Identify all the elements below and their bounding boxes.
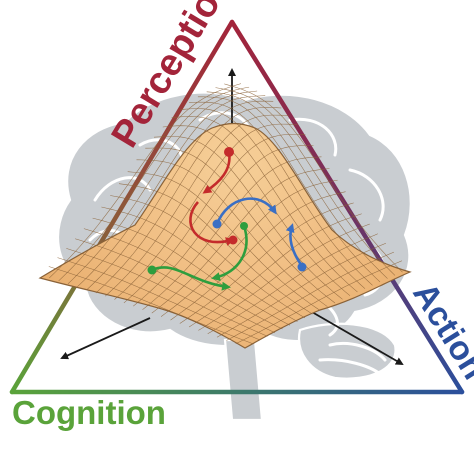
mesh-line: [95, 107, 282, 294]
mesh-line: [226, 251, 395, 341]
trajectory-green-start-point: [147, 265, 157, 275]
trajectory-green-curve: [211, 225, 248, 282]
mesh-line: [77, 95, 266, 287]
trajectory-green-mid-point: [240, 222, 248, 230]
trajectory-green: [147, 222, 248, 291]
mesh-line: [188, 213, 362, 328]
mesh-line: [49, 83, 242, 279]
surface-mesh: [48, 83, 403, 345]
landscape-surface: [38, 83, 412, 349]
mesh-line: [123, 134, 306, 304]
label-cognition: Cognition: [12, 394, 166, 431]
trajectory-red: [189, 147, 238, 246]
trajectory-red-mid-point: [228, 235, 238, 245]
mesh-line: [67, 90, 258, 284]
mesh-line: [58, 86, 250, 282]
surface-fill: [38, 122, 412, 349]
mesh-line: [179, 202, 354, 324]
trajectory-blue-start-point: [212, 219, 222, 229]
trajectory-red-start-point: [224, 147, 234, 157]
trajectory-blue-arc: [215, 197, 277, 225]
axis-arrow-action: [311, 311, 404, 366]
mesh-line: [216, 242, 387, 338]
trajectory-blue-end-point: [297, 262, 307, 272]
mesh-line: [170, 191, 346, 321]
mesh-line: [142, 156, 322, 310]
mesh-line: [160, 179, 338, 317]
mesh-line: [198, 223, 370, 331]
label-action: Action: [405, 276, 474, 386]
mesh-line: [133, 145, 314, 307]
trajectory-blue: [212, 197, 307, 272]
mesh-line: [114, 123, 298, 300]
trajectory-green-lower: [151, 266, 231, 291]
mesh-line: [151, 168, 330, 314]
mesh-line: [105, 114, 290, 297]
mesh-line: [235, 260, 403, 345]
mesh-line: [207, 233, 378, 335]
trajectory-blue-return: [285, 223, 304, 267]
trajectory-red-loop: [189, 201, 235, 246]
axis-arrow-cognition: [60, 317, 151, 360]
mesh-line: [86, 100, 274, 291]
